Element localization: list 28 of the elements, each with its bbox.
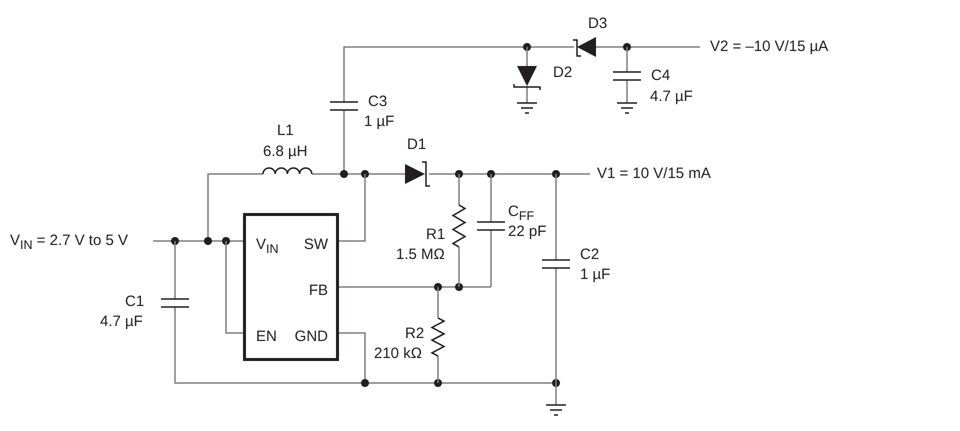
component-label: R2 — [405, 325, 424, 343]
component-label: C$_{FF}$ — [508, 203, 534, 225]
component-label: D1 — [407, 136, 426, 154]
component-label: D3 — [588, 15, 608, 33]
value-label: 1 µF — [580, 266, 610, 284]
voltage-label: V2 = –10 V/15 µA — [710, 38, 828, 56]
pin-label: GND — [294, 328, 328, 346]
component-label: R1 — [426, 226, 446, 244]
pin-label: EN — [256, 328, 277, 346]
pin-label: V$_{IN}$ — [256, 236, 279, 258]
value-label: 1.5 MΩ — [396, 246, 445, 264]
pin-label: SW — [304, 236, 328, 254]
value-label: 4.7 µF — [100, 313, 143, 331]
voltage-label: V1 = 10 V/15 mA — [597, 165, 711, 183]
value-label: 22 pF — [508, 223, 546, 241]
component-label: C2 — [580, 246, 600, 264]
ic-box — [243, 213, 339, 361]
component-label: D2 — [553, 64, 572, 82]
value-label: 210 kΩ — [374, 345, 422, 363]
pin-label: FB — [308, 282, 328, 300]
value-label: 4.7 µF — [650, 88, 693, 106]
component-label: L1 — [277, 122, 294, 140]
component-label: C3 — [368, 93, 388, 111]
component-label: C4 — [651, 67, 670, 85]
voltage-label: V$_{IN}$ = 2.7 V to 5 V — [10, 232, 128, 254]
component-label: C1 — [125, 293, 144, 311]
value-label: 1 µF — [364, 113, 394, 131]
value-label: 6.8 µH — [263, 143, 308, 161]
